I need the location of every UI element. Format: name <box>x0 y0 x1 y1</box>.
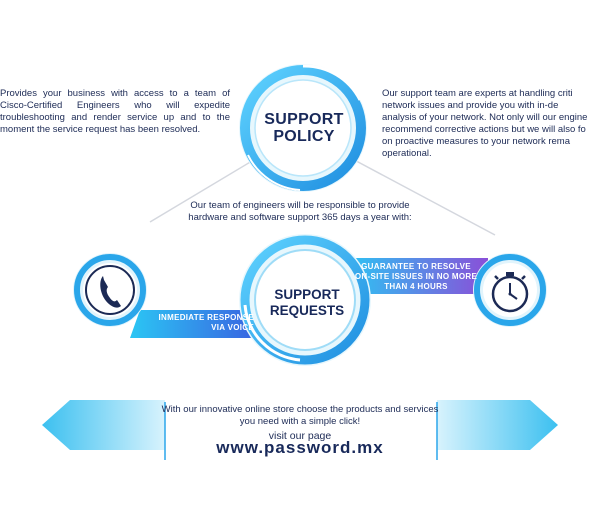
support-policy-title: SUPPORT POLICY <box>244 111 364 145</box>
right-banner-line1: GUARANTEE TO RESOLVE <box>361 262 471 271</box>
left-banner-shape <box>130 310 262 338</box>
support-policy-title-line2: POLICY <box>273 128 335 145</box>
footer-text: With our innovative online store choose … <box>161 404 439 427</box>
right-banner-text: GUARANTEE TO RESOLVE ON-SITE ISSUES IN N… <box>352 262 480 292</box>
phone-icon <box>100 276 121 308</box>
support-policy-title-line1: SUPPORT <box>264 111 344 128</box>
support-requests-title-line2: REQUESTS <box>269 303 345 318</box>
stopwatch-icon <box>491 272 529 313</box>
policy-right-text: Our support team are experts at handling… <box>382 88 588 159</box>
right-banner-shape <box>345 258 488 294</box>
policy-middle-text: Our team of engineers will be responsibl… <box>188 200 412 223</box>
left-banner-text: INMEDIATE RESPONSE VIA VOICE <box>150 313 254 333</box>
support-requests-title-line1: SUPPORT <box>274 287 340 302</box>
left-arrow-shape <box>42 400 165 450</box>
connector-line-right <box>344 154 496 236</box>
support-policy-circle <box>239 64 367 192</box>
phone-circle <box>73 253 147 327</box>
footer-url-link[interactable]: www.password.mx <box>216 438 384 457</box>
footer-visit-label: visit our page <box>268 430 332 442</box>
right-arrow-shape <box>437 400 558 450</box>
connector-line-left <box>149 154 263 223</box>
left-banner-line1: INMEDIATE RESPONSE <box>158 313 254 322</box>
right-banner-line3: THAN 4 HOURS <box>384 282 448 291</box>
left-banner-line2: VIA VOICE <box>211 323 254 332</box>
policy-left-text: Provides your business with access to a … <box>0 88 230 135</box>
support-requests-circle <box>239 234 371 366</box>
right-banner-line2: ON-SITE ISSUES IN NO MORE <box>354 272 478 281</box>
stopwatch-circle <box>473 253 547 327</box>
support-requests-title: SUPPORT REQUESTS <box>252 287 362 319</box>
